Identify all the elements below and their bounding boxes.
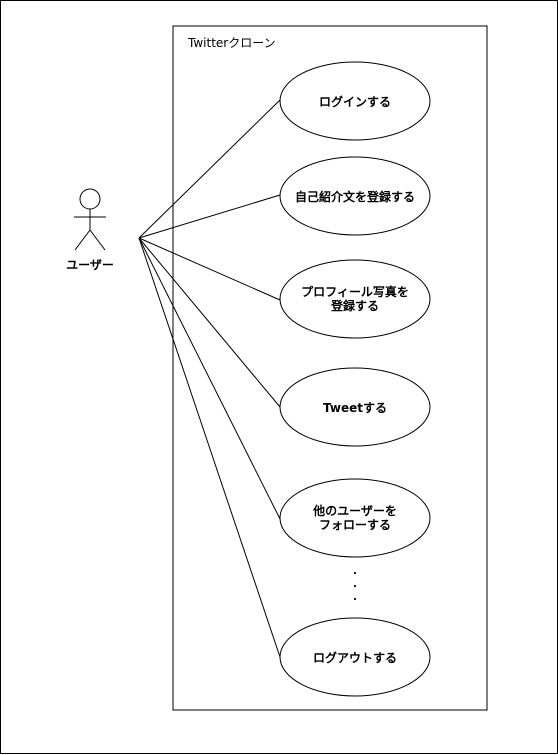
use-case-register-photo[interactable]: プロフィール写真を 登録する	[279, 259, 431, 339]
association-line-logout	[138, 237, 281, 658]
association-line-photo	[138, 237, 281, 301]
ellipsis-dot-2	[353, 584, 357, 588]
ellipsis-dot-1	[353, 571, 357, 575]
ellipsis-dots	[353, 571, 357, 601]
use-case-logout-label: ログアウトする	[313, 650, 397, 665]
actor-left-leg	[74, 229, 91, 251]
associations	[138, 99, 281, 658]
use-case-follow-label-line2: フォローする	[319, 518, 391, 532]
use-case-register-photo-label-line2: 登録する	[330, 298, 379, 313]
actor-label: ユーザー	[66, 258, 114, 272]
system-boundary	[172, 25, 488, 711]
use-case-login[interactable]: ログインする	[279, 61, 431, 141]
use-case-follow-label-line1: 他のユーザーを	[312, 503, 397, 518]
association-line-login	[138, 99, 281, 239]
association-line-bio	[138, 194, 281, 239]
actor-right-leg	[89, 229, 106, 251]
actor-head	[79, 188, 101, 210]
use-case-register-bio-label: 自己紹介文を登録する	[295, 189, 415, 204]
use-case-tweet[interactable]: Tweetする	[279, 367, 431, 447]
use-case-logout[interactable]: ログアウトする	[279, 617, 431, 697]
use-case-tweet-label: Tweetする	[323, 401, 387, 415]
use-case-register-photo-label-line1: プロフィール写真を	[301, 284, 409, 299]
association-line-follow	[138, 237, 281, 520]
use-case-register-bio[interactable]: 自己紹介文を登録する	[279, 156, 431, 236]
ellipsis-dot-3	[353, 597, 357, 601]
system-title: Twitterクローン	[187, 36, 276, 50]
actor-user[interactable]: ユーザー	[66, 188, 114, 272]
use-case-follow[interactable]: 他のユーザーを フォローする	[279, 478, 431, 558]
use-case-login-label: ログインする	[319, 94, 391, 109]
association-line-tweet	[138, 237, 281, 408]
